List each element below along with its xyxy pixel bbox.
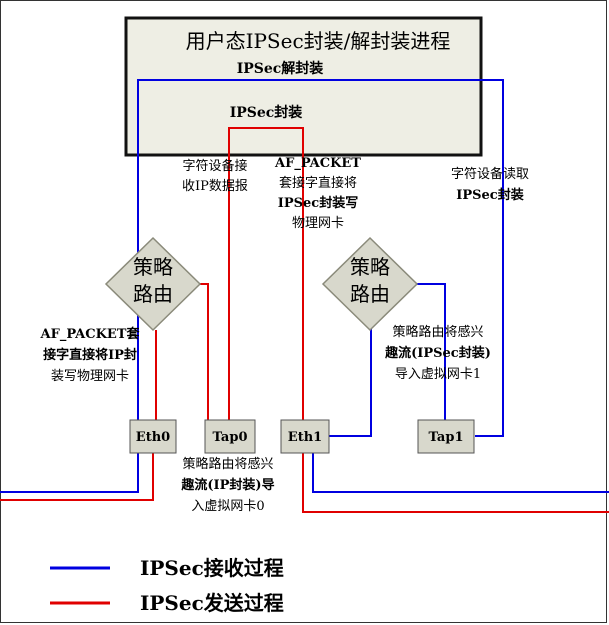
legend-send-label: IPSec发送过程 — [140, 591, 284, 615]
interface-box — [129, 419, 177, 454]
annotation-line: 策略路由将感兴 — [182, 456, 273, 472]
annotation-policy-right: 策略路由将感兴 趣流(IPSec封装) 导入虚拟网卡1 — [384, 324, 491, 382]
annotation-line: 字符设备接 — [182, 158, 247, 174]
interface-label: Tap0 — [213, 430, 248, 445]
diamond-label: 路由 — [350, 282, 390, 306]
annotation-line: IPSec封装写 — [278, 195, 358, 211]
annotation-line: 物理网卡 — [292, 216, 344, 231]
annotation-af-packet-left: AF_PACKET套 接字直接将IP封 装写物理网卡 — [40, 326, 141, 384]
interface-eth1: Eth1 — [280, 419, 330, 454]
interface-box — [417, 419, 475, 454]
diamond-label: 策略 — [133, 255, 173, 279]
interface-box — [280, 419, 330, 454]
annotation-line: 接字直接将IP封 — [43, 347, 137, 363]
diamond-label: 路由 — [133, 282, 173, 306]
interface-label: Eth1 — [288, 430, 322, 445]
legend-receive-label: IPSec接收过程 — [140, 556, 284, 580]
annotation-line: 趣流(IP封装)导 — [180, 477, 274, 493]
interface-label: Eth0 — [136, 430, 170, 445]
receive-line-policy-to-tap1 — [416, 283, 446, 420]
interface-eth0: Eth0 — [129, 419, 177, 454]
send-path — [0, 127, 609, 513]
annotation-line: 策略路由将感兴 — [392, 324, 483, 340]
send-line-encap-loop — [228, 127, 304, 420]
policy-router-right: 策略 路由 — [321, 236, 419, 332]
decap-label: IPSec解封装 — [237, 60, 325, 77]
annotation-af-packet-top: AF_PACKET 套接字直接将 IPSec封装写 物理网卡 — [274, 156, 361, 231]
policy-router-left: 策略 路由 — [104, 236, 202, 332]
annotation-char-dev-receive: 字符设备接 收IP数据报 — [182, 158, 248, 194]
annotation-line: 收IP数据报 — [182, 179, 248, 194]
legend: IPSec接收过程 IPSec发送过程 — [50, 556, 284, 615]
send-line-eth0 — [0, 444, 154, 501]
process-title: 用户态IPSec封装/解封装进程 — [186, 29, 451, 53]
annotation-line: 导入虚拟网卡1 — [395, 367, 481, 382]
interface-label: Tap1 — [429, 430, 464, 445]
receive-line-main — [0, 79, 504, 493]
interface-box — [204, 419, 256, 454]
diamond-label: 策略 — [350, 255, 390, 279]
annotation-policy-bottom: 策略路由将感兴 趣流(IP封装)导 入虚拟网卡0 — [180, 456, 274, 514]
interface-tap1: Tap1 — [417, 419, 475, 454]
annotation-line: 趣流(IPSec封装) — [384, 345, 491, 361]
annotation-line: IPSec封装 — [456, 187, 523, 203]
annotation-line: 套接字直接将 — [279, 175, 357, 191]
annotation-line: AF_PACKET套 — [40, 326, 141, 342]
diamond-shape — [321, 236, 419, 332]
receive-line-eth1-up — [329, 284, 372, 437]
send-line-eth1-out — [302, 444, 609, 513]
annotation-line: 装写物理网卡 — [51, 369, 129, 384]
receive-line-eth1 — [312, 444, 609, 493]
send-line-policy-to-tap0 — [198, 283, 209, 420]
annotation-line: AF_PACKET — [274, 156, 361, 171]
encap-label: IPSec封装 — [230, 104, 304, 121]
diamond-shape — [104, 236, 202, 332]
receive-path — [0, 79, 609, 493]
annotation-line: 字符设备读取 — [451, 166, 529, 182]
interface-tap0: Tap0 — [204, 419, 256, 454]
annotation-line: 入虚拟网卡0 — [191, 499, 264, 514]
annotation-char-dev-read: 字符设备读取 IPSec封装 — [451, 166, 529, 203]
